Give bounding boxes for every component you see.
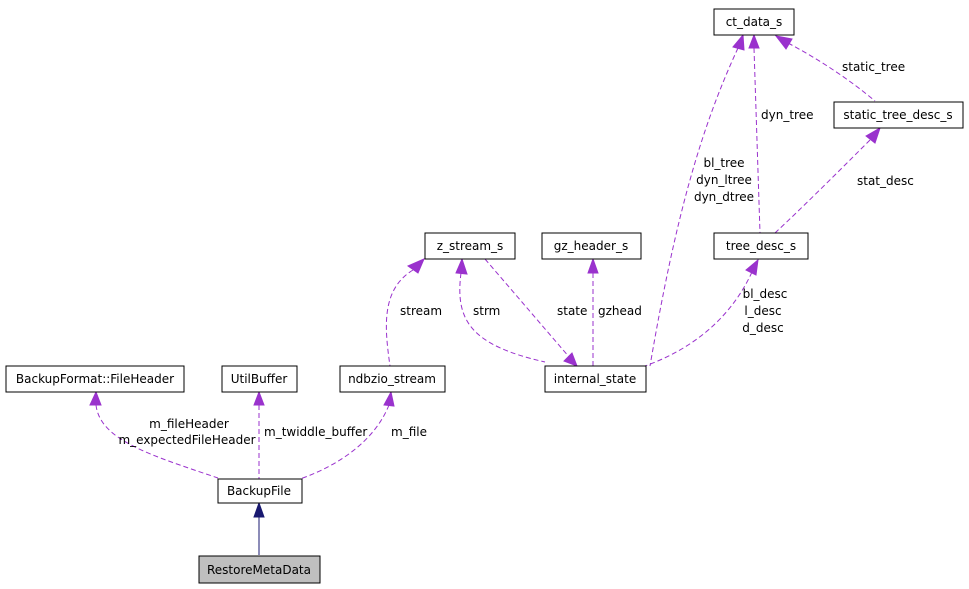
node-label: BackupFile — [227, 484, 291, 498]
arrowhead-fileheader — [89, 390, 102, 406]
node-restore-meta-data[interactable]: RestoreMetaData — [198, 555, 321, 584]
arrowhead-state — [563, 352, 578, 367]
node-label: RestoreMetaData — [207, 563, 311, 577]
node-file-header[interactable]: BackupFormat::FileHeader — [5, 365, 185, 393]
label-state: state — [557, 304, 587, 318]
arrowhead-zstream-stream — [406, 258, 425, 274]
label-m-file-header: m_fileHeader — [149, 417, 229, 431]
arrowhead-backupfile — [253, 501, 265, 518]
node-util-buffer[interactable]: UtilBuffer — [221, 365, 298, 393]
arrowhead-dyntree — [748, 33, 760, 49]
node-label: internal_state — [554, 372, 636, 386]
node-label: static_tree_desc_s — [843, 108, 952, 122]
node-tree-desc-s[interactable]: tree_desc_s — [713, 232, 809, 260]
node-ndbzio-stream[interactable]: ndbzio_stream — [339, 365, 446, 393]
arrowhead-utilbuffer — [253, 390, 265, 406]
arrowhead-ndbzio — [383, 390, 395, 407]
label-bl-desc: bl_desc — [743, 287, 788, 301]
label-d-desc: d_desc — [742, 321, 783, 335]
node-label: UtilBuffer — [231, 372, 288, 386]
node-internal-state[interactable]: internal_state — [544, 365, 647, 393]
edge-treedesc-internalstate — [644, 271, 753, 367]
arrowhead-gzhead — [587, 257, 599, 274]
edge-ndbzio-backupfile — [299, 404, 390, 480]
node-backup-file[interactable]: BackupFile — [217, 478, 303, 504]
label-m-expected-file-header: m_expectedFileHeader — [118, 433, 255, 447]
label-stream: stream — [400, 304, 442, 318]
edge-ctdata-statictree — [787, 42, 876, 102]
arrowhead-statdesc — [865, 126, 881, 144]
edge-zstream-internalstate-strm — [459, 272, 546, 363]
label-strm: strm — [473, 304, 500, 318]
node-label: tree_desc_s — [726, 239, 796, 253]
node-label: z_stream_s — [437, 239, 504, 253]
label-gzhead: gzhead — [598, 304, 642, 318]
edge-zstream-internalstate-state — [484, 258, 571, 359]
node-static-tree-desc-s[interactable]: static_tree_desc_s — [833, 101, 964, 129]
edge-fileheader-backupfile — [95, 404, 219, 479]
edge-ctdata-internalstate — [649, 47, 739, 367]
node-label: ndbzio_stream — [348, 372, 436, 386]
edge-internalstate-ndbzio — [385, 269, 414, 367]
node-ct-data-s[interactable]: ct_data_s — [713, 8, 795, 36]
label-dyn-tree: dyn_tree — [761, 108, 813, 122]
label-m-file: m_file — [391, 425, 427, 439]
edge-statictree-treedesc — [774, 139, 871, 234]
edge-ctdata-treedesc — [753, 47, 761, 234]
node-label: BackupFormat::FileHeader — [16, 372, 174, 386]
node-gz-header-s[interactable]: gz_header_s — [541, 232, 642, 260]
node-label: gz_header_s — [554, 239, 628, 253]
label-dyn-dtree: dyn_dtree — [694, 190, 754, 204]
label-stat-desc: stat_desc — [857, 174, 914, 188]
label-static-tree: static_tree — [842, 60, 905, 74]
label-bl-tree: bl_tree — [703, 156, 744, 170]
label-l-desc: l_desc — [744, 304, 781, 318]
arrowhead-statictree — [774, 35, 793, 50]
arrowhead-ctdata-internalstate — [732, 33, 745, 51]
arrowhead-strm — [455, 257, 468, 275]
label-dyn-ltree: dyn_ltree — [696, 173, 752, 187]
node-label: ct_data_s — [726, 15, 783, 29]
node-z-stream-s[interactable]: z_stream_s — [424, 232, 516, 260]
arrowhead-treedesc — [745, 258, 759, 276]
label-m-twiddle-buffer: m_twiddle_buffer — [264, 425, 367, 439]
